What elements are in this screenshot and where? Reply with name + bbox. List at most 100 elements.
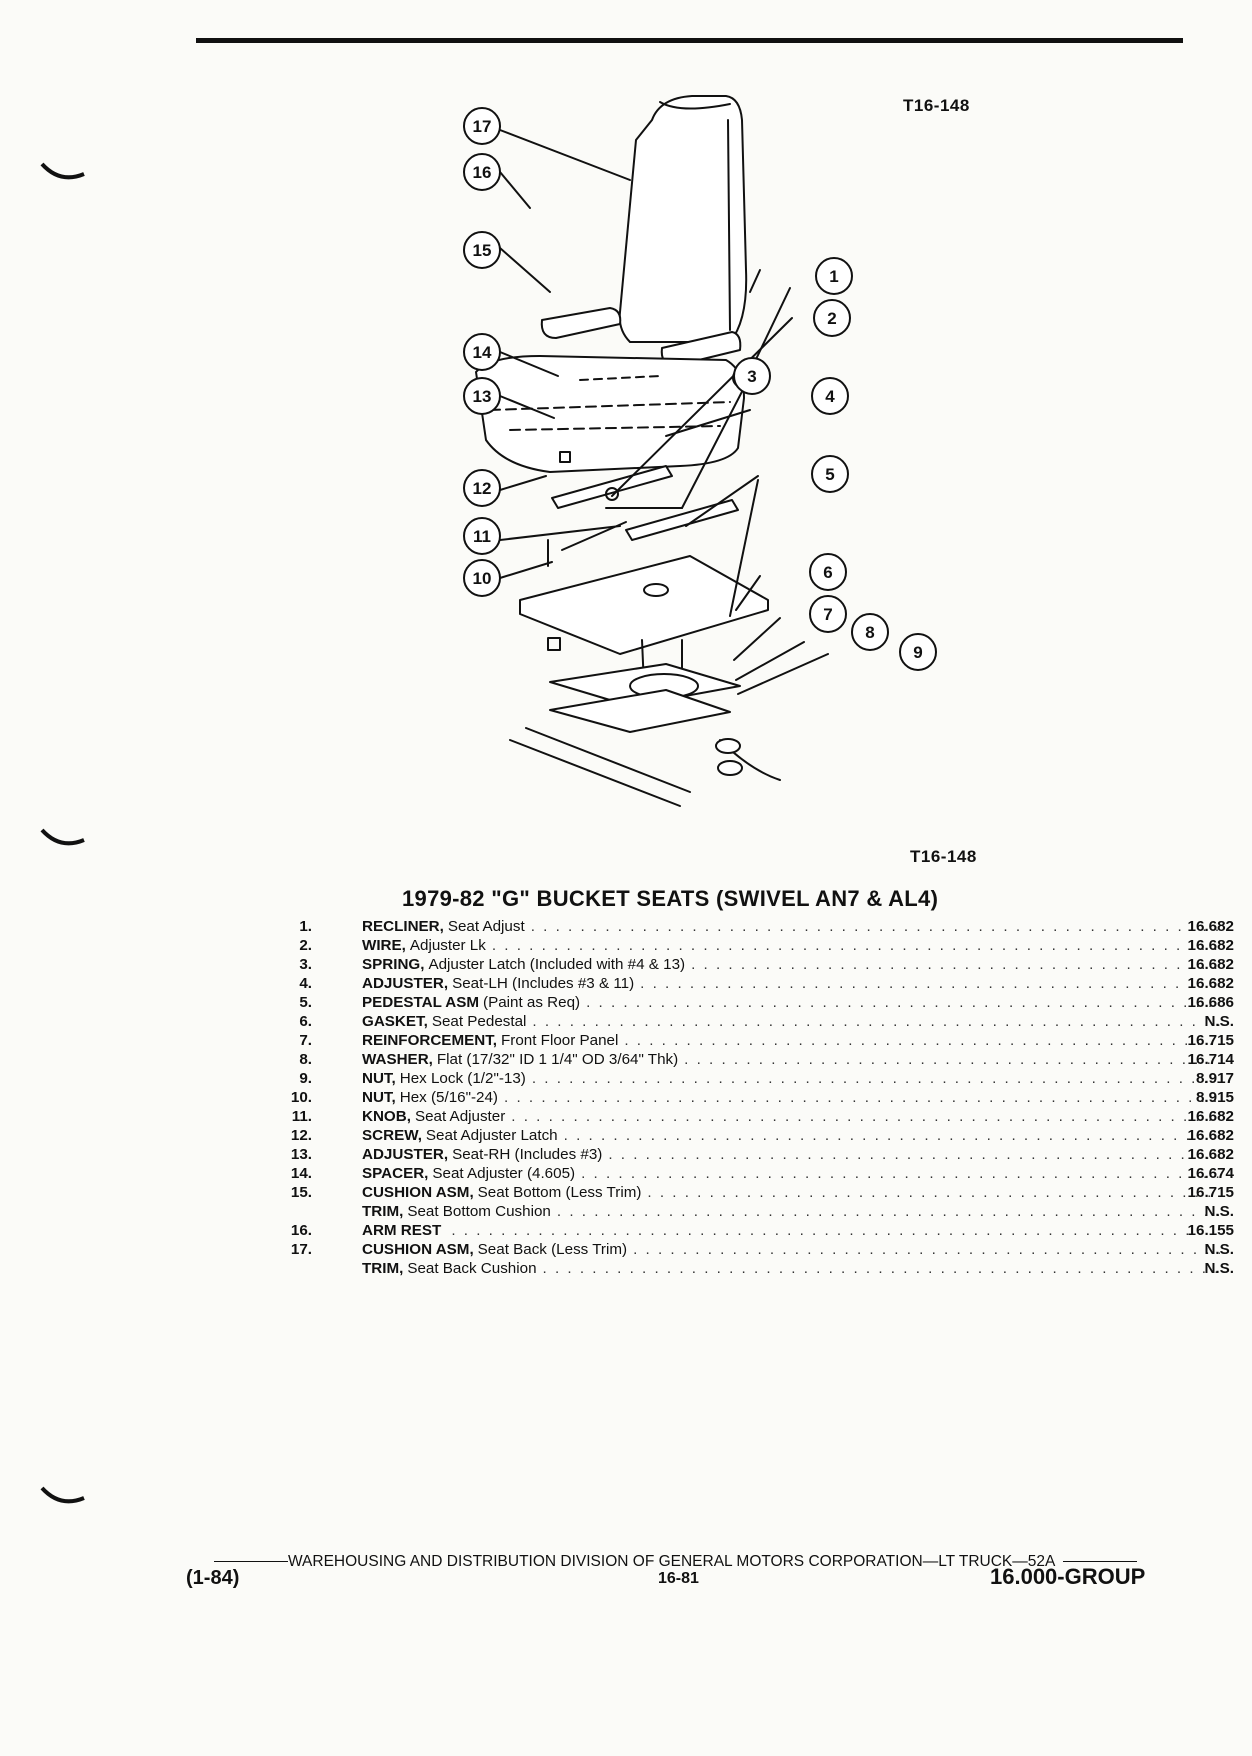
callout-5: 5 xyxy=(811,455,849,493)
part-detail: Hex Lock (1/2"-13) xyxy=(399,1070,526,1087)
part-detail: Seat Back (Less Trim) xyxy=(477,1241,628,1258)
parts-list-row: 2.WIRE,Adjuster Lk16.682 xyxy=(270,936,1234,955)
callout-15: 15 xyxy=(463,231,501,269)
group-number: N.S. xyxy=(1204,1013,1234,1030)
callout-17: 17 xyxy=(463,107,501,145)
footer-rule xyxy=(214,1561,288,1563)
part-number: 10. xyxy=(290,1089,312,1106)
part-detail: Seat Adjuster Latch xyxy=(425,1127,558,1144)
group-number: 16.682 xyxy=(1187,937,1234,954)
part-description: KNOB,Seat Adjuster xyxy=(362,1107,1226,1126)
footer-page-number: 16-81 xyxy=(658,1570,699,1587)
part-name: KNOB, xyxy=(362,1108,411,1125)
part-name: WASHER, xyxy=(362,1051,433,1068)
part-detail: (Paint as Req) xyxy=(483,994,581,1011)
part-description: CUSHION ASM,Seat Back (Less Trim) xyxy=(362,1240,1226,1259)
dot-leader xyxy=(624,1031,1220,1050)
group-number: 16.682 xyxy=(1187,1108,1234,1125)
part-detail: Flat (17/32" ID 1 1/4" OD 3/64" Thk) xyxy=(436,1051,679,1068)
group-number: N.S. xyxy=(1204,1260,1234,1277)
footer-division: WAREHOUSING AND DISTRIBUTION DIVISION OF… xyxy=(288,1553,1056,1570)
svg-text:15: 15 xyxy=(473,241,492,260)
svg-text:7: 7 xyxy=(823,605,832,624)
bucket-seat-exploded-diagram: 17 16 15 1 2 14 3 13 4 5 12 11 10 6 7 8 … xyxy=(463,95,937,807)
svg-text:8: 8 xyxy=(865,623,874,642)
part-detail: Seat Pedestal xyxy=(431,1013,527,1030)
parts-list-row: 16. ARM REST 16.155 xyxy=(270,1221,1234,1240)
dot-leader xyxy=(586,993,1220,1012)
callout-2: 2 xyxy=(813,299,851,337)
svg-text:11: 11 xyxy=(473,527,491,546)
part-name: NUT, xyxy=(362,1070,396,1087)
part-name: ADJUSTER, xyxy=(362,1146,449,1163)
part-name: ARM REST xyxy=(362,1222,442,1239)
svg-text:1: 1 xyxy=(829,267,838,286)
callout-11: 11 xyxy=(463,517,501,555)
dot-leader xyxy=(543,1259,1220,1278)
figure-code: T16-148 xyxy=(903,96,970,115)
part-description: SPACER,Seat Adjuster (4.605) xyxy=(362,1164,1226,1183)
callout-16: 16 xyxy=(463,153,501,191)
part-description: RECLINER,Seat Adjust xyxy=(362,917,1226,936)
svg-text:4: 4 xyxy=(825,387,835,406)
dot-leader xyxy=(557,1202,1220,1221)
parts-list-row: 8.WASHER,Flat (17/32" ID 1 1/4" OD 3/64"… xyxy=(270,1050,1234,1069)
part-name: WIRE, xyxy=(362,937,406,954)
part-description: NUT,Hex Lock (1/2"-13) xyxy=(362,1069,1226,1088)
group-number: 16.682 xyxy=(1187,1127,1234,1144)
parts-list: 1.RECLINER,Seat Adjust16.6822.WIRE,Adjus… xyxy=(270,917,1234,1278)
group-number: 16.714 xyxy=(1187,1051,1234,1068)
svg-text:2: 2 xyxy=(827,309,836,328)
part-detail: Seat Back Cushion xyxy=(407,1260,537,1277)
group-number: 16.155 xyxy=(1187,1222,1234,1239)
group-number: 8.917 xyxy=(1195,1070,1234,1087)
svg-text:16: 16 xyxy=(473,163,492,182)
part-number: 15. xyxy=(290,1184,312,1201)
part-name: REINFORCEMENT, xyxy=(362,1032,498,1049)
part-name: SPRING, xyxy=(362,956,425,973)
group-number: 16.674 xyxy=(1187,1165,1234,1182)
callout-14: 14 xyxy=(463,333,501,371)
part-number: 7. xyxy=(299,1032,312,1049)
footer-group: 16.000-GROUP xyxy=(990,1564,1146,1589)
part-name: NUT, xyxy=(362,1089,396,1106)
part-number: 13. xyxy=(290,1146,312,1163)
parts-list-row: 13.ADJUSTER,Seat-RH (Includes #3)16.682 xyxy=(270,1145,1234,1164)
group-number: 16.715 xyxy=(1187,1184,1234,1201)
part-number: 16. xyxy=(290,1222,312,1239)
svg-text:10: 10 xyxy=(473,569,492,588)
part-number: 11. xyxy=(291,1108,312,1125)
dot-leader xyxy=(608,1145,1220,1164)
part-description: TRIM,Seat Back Cushion xyxy=(362,1259,1226,1278)
part-detail: Seat-LH (Includes #3 & 11) xyxy=(452,975,635,992)
part-name: GASKET, xyxy=(362,1013,428,1030)
part-number: 2. xyxy=(299,937,312,954)
part-detail: Seat Adjuster xyxy=(414,1108,506,1125)
group-number: N.S. xyxy=(1204,1241,1234,1258)
dot-leader xyxy=(511,1107,1220,1126)
footer-division-line: WAREHOUSING AND DISTRIBUTION DIVISION OF… xyxy=(214,1553,1138,1571)
svg-text:13: 13 xyxy=(473,387,492,406)
dot-leader xyxy=(532,1069,1220,1088)
svg-text:17: 17 xyxy=(473,117,492,136)
part-number: 9. xyxy=(299,1070,312,1087)
part-name: TRIM, xyxy=(362,1203,404,1220)
part-description: TRIM,Seat Bottom Cushion xyxy=(362,1202,1226,1221)
svg-text:5: 5 xyxy=(825,465,834,484)
part-description: WASHER,Flat (17/32" ID 1 1/4" OD 3/64" T… xyxy=(362,1050,1226,1069)
figure-code-bottom: T16-148 xyxy=(910,847,977,866)
callout-10: 10 xyxy=(463,559,501,597)
callout-6: 6 xyxy=(809,553,847,591)
callout-3: 3 xyxy=(733,357,771,395)
dot-leader xyxy=(581,1164,1220,1183)
callout-9: 9 xyxy=(899,633,937,671)
svg-text:3: 3 xyxy=(747,367,756,386)
part-description: REINFORCEMENT,Front Floor Panel xyxy=(362,1031,1226,1050)
parts-list-row: 5.PEDESTAL ASM(Paint as Req)16.686 xyxy=(270,993,1234,1012)
part-name: RECLINER, xyxy=(362,918,444,935)
group-number: 16.682 xyxy=(1187,956,1234,973)
top-rule xyxy=(196,38,1183,43)
callout-7: 7 xyxy=(809,595,847,633)
callout-13: 13 xyxy=(463,377,501,415)
dot-leader xyxy=(564,1126,1220,1145)
